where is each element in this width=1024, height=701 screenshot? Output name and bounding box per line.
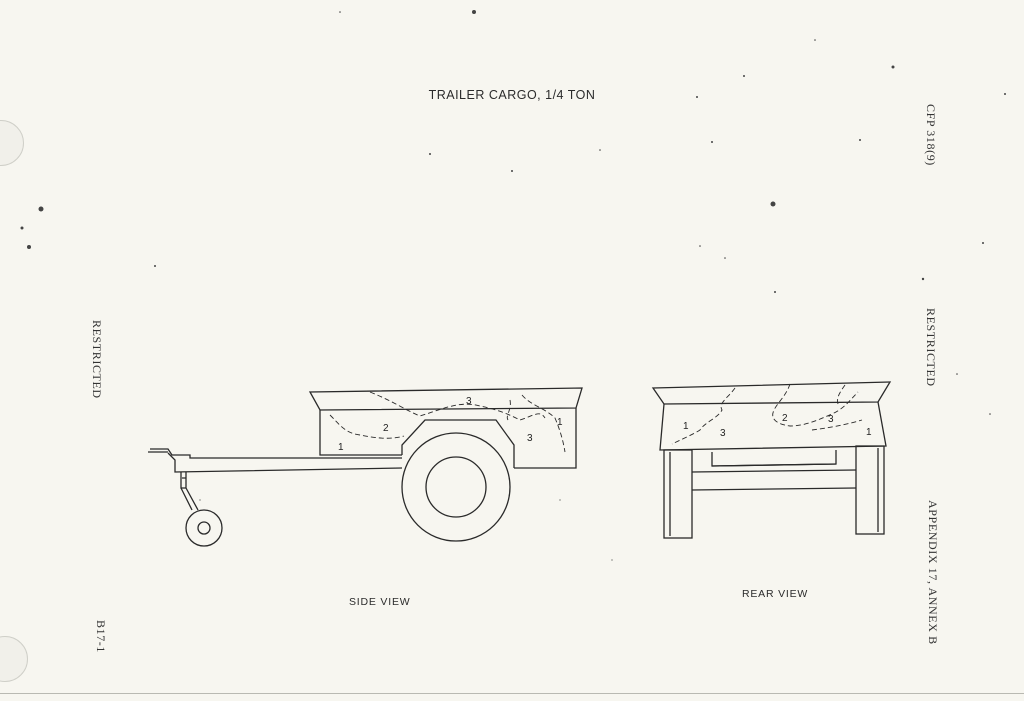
rear-box-body (659, 401, 887, 451)
side-wheel-inner (425, 456, 487, 518)
rear-view-caption: REAR VIEW (742, 588, 809, 600)
side-zone-line-left (329, 414, 405, 439)
side-view-zone-labels: 1 2 3 3 1 (338, 396, 563, 453)
side-wheel-arch (401, 419, 515, 468)
rear-zone-3-left-label: 3 (720, 428, 726, 439)
rear-view-zone-labels: 1 3 2 3 1 (683, 413, 872, 439)
side-zone-2-label: 2 (383, 423, 389, 434)
rear-view-drawing (651, 381, 892, 539)
side-box-body (319, 408, 577, 469)
side-jack-hub (197, 521, 211, 535)
side-zone-3-rear-label: 3 (527, 433, 533, 444)
side-zone-line-top (369, 391, 546, 421)
side-view-caption: SIDE VIEW (349, 596, 411, 608)
rear-zone-line-right (811, 419, 863, 431)
side-drawbar (150, 448, 403, 473)
side-zone-1-label: 1 (338, 442, 344, 453)
side-jack-stand (180, 472, 199, 511)
rear-axle (691, 450, 857, 491)
side-zone-line-mid (506, 399, 511, 421)
side-view-drawing (148, 387, 583, 547)
page-bottom-edge (0, 693, 1024, 694)
scan-speckles (20, 10, 1006, 561)
side-jack-wheel (185, 509, 223, 547)
side-wheel-outer (401, 432, 511, 542)
rear-zone-3-right-label: 3 (828, 414, 834, 425)
rear-zone-1-right-label: 1 (866, 427, 872, 438)
rear-box-top-rim (651, 381, 892, 405)
rear-wheel-right (855, 445, 885, 535)
side-zone-1-rear-label: 1 (557, 417, 563, 428)
side-box-top-rim (308, 387, 583, 411)
rear-zone-line-top (837, 384, 846, 405)
rear-zone-line-left (671, 387, 736, 445)
rear-zone-2-label: 2 (782, 413, 788, 424)
rear-axle-inner (711, 463, 837, 467)
rear-zone-line-center (772, 383, 859, 427)
rear-zone-1-left-label: 1 (683, 421, 689, 432)
side-zone-line-rear (521, 394, 566, 453)
side-zone-3-top-label: 3 (466, 396, 472, 407)
page-title: TRAILER CARGO, 1/4 TON (428, 88, 596, 102)
rear-wheel-left (663, 449, 693, 539)
